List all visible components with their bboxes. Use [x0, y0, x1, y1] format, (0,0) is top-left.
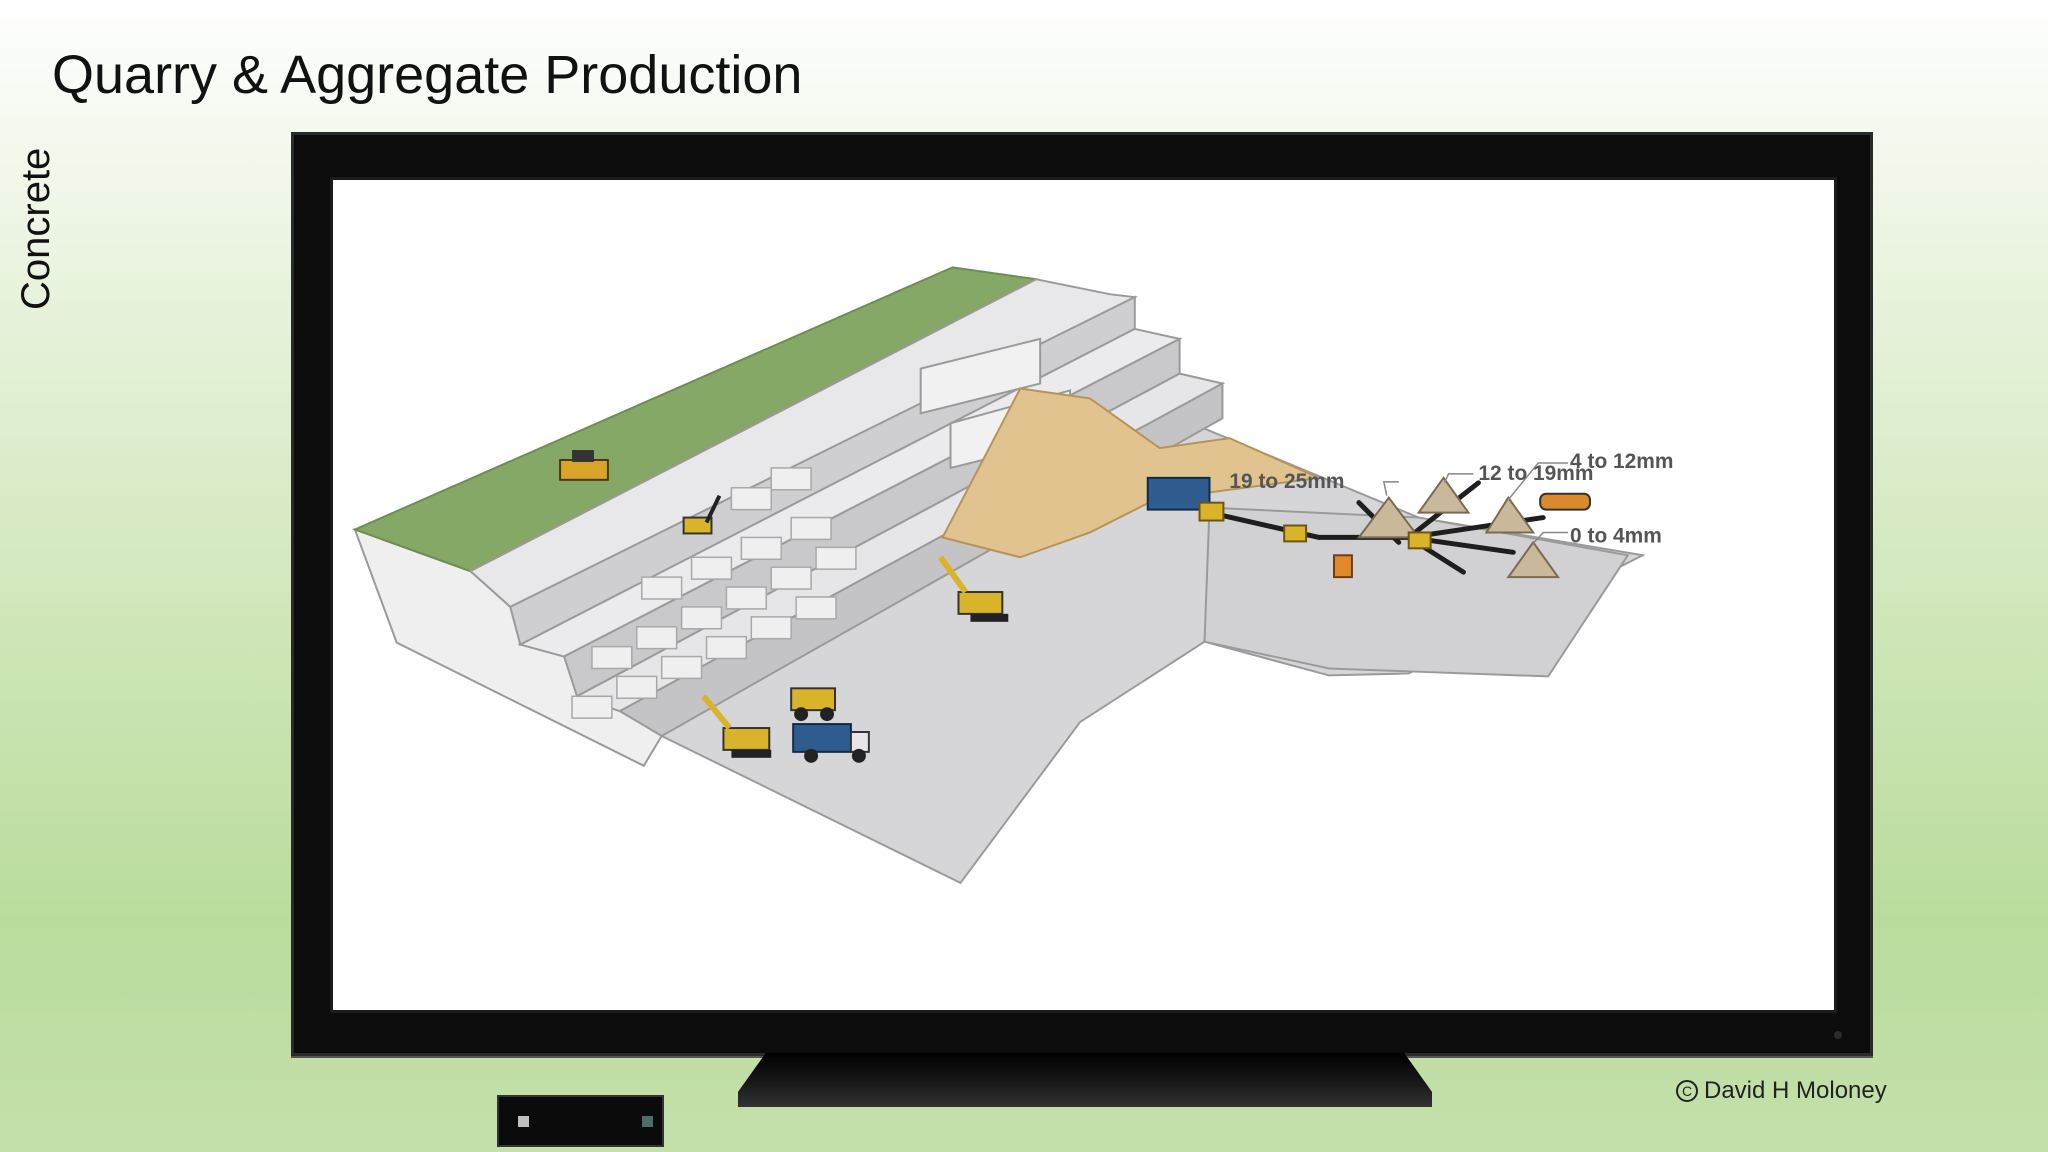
dump-truck	[792, 723, 870, 763]
tv-frame: 19 to 25mm 12 to 19mm 4 to 12mm 0 to 4mm	[291, 132, 1873, 1056]
copyright-credit: C David H Moloney	[1676, 1077, 1887, 1105]
tv-stand	[738, 1053, 1432, 1107]
excavator-upper	[938, 555, 1009, 622]
drill-rig	[682, 494, 722, 535]
media-box	[497, 1095, 664, 1147]
label-12-19mm: 12 to 19mm	[1478, 462, 1593, 485]
media-box-light-icon	[518, 1116, 529, 1127]
sand-stockpile	[941, 387, 1323, 559]
label-4-12mm: 4 to 12mm	[1570, 450, 1673, 473]
stockpile-4-12	[1484, 495, 1536, 534]
wheel-loader	[790, 687, 836, 722]
label-leaders	[1382, 462, 1569, 544]
stockpile-19-25	[1356, 496, 1421, 539]
bulldozer	[559, 450, 609, 481]
page-title: Quarry & Aggregate Production	[52, 45, 803, 105]
tv-power-led	[1834, 1031, 1842, 1039]
bench-block-1	[919, 337, 1042, 415]
quarry-diagram: 19 to 25mm 12 to 19mm 4 to 12mm 0 to 4mm	[352, 266, 1673, 885]
excavator-lower	[701, 694, 772, 758]
blasted-rubble	[571, 467, 857, 719]
stockpile-12-19	[1416, 476, 1471, 514]
copyright-icon: C	[1676, 1080, 1698, 1102]
processing-pad	[1203, 506, 1630, 678]
tanker-truck	[1539, 492, 1591, 511]
credit-author: David H Moloney	[1704, 1077, 1887, 1104]
label-0-4mm: 0 to 4mm	[1570, 524, 1662, 547]
crusher-plant	[1146, 476, 1432, 579]
section-label: Concrete	[14, 147, 58, 310]
label-19-25mm: 19 to 25mm	[1229, 470, 1344, 493]
stockpile-0-4	[1506, 540, 1561, 579]
media-box-port-icon	[642, 1116, 653, 1127]
tv-screen: 19 to 25mm 12 to 19mm 4 to 12mm 0 to 4mm	[330, 177, 1837, 1013]
